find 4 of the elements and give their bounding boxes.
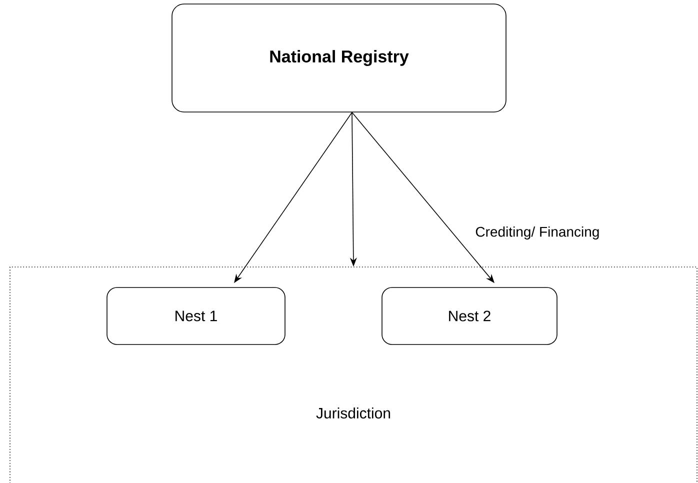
nest-box: Nest 1 bbox=[106, 287, 286, 345]
registry-box: National Registry bbox=[172, 4, 506, 112]
note-label: Crediting/ Financing bbox=[476, 226, 599, 240]
nest-box: Nest 2 bbox=[382, 287, 558, 345]
